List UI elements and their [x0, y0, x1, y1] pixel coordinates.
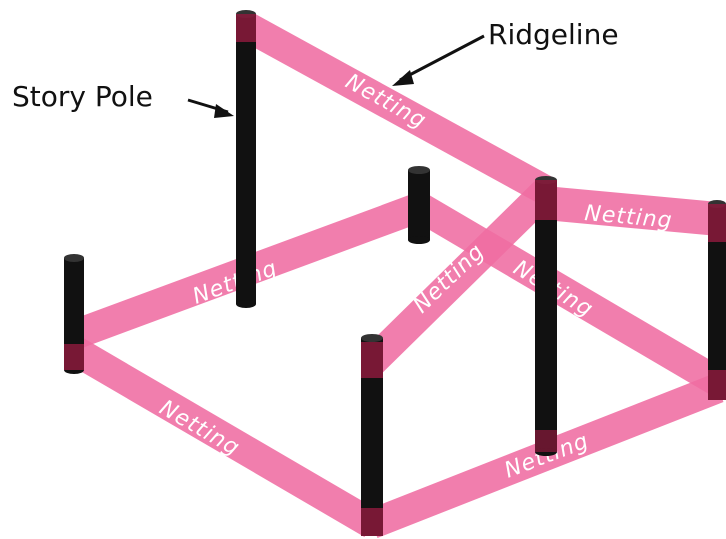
pole-left [64, 254, 84, 374]
pole-middle [535, 176, 557, 456]
poles [64, 10, 726, 536]
callout-ridgeline: Ridgeline [392, 18, 619, 86]
pole-story-pole [236, 10, 256, 308]
netting-band-upper-right [543, 186, 720, 236]
netting-band-front-left [66, 337, 380, 537]
pole-back [408, 166, 430, 244]
ridgeline-arrowhead [392, 70, 414, 86]
netting-band-ridgeline [238, 12, 553, 204]
ridgeline-arrow [399, 34, 485, 82]
ridgeline-label: Ridgeline [488, 18, 619, 51]
pole-front [361, 334, 383, 536]
netting-band-diagonal [361, 181, 556, 373]
callout-story-pole: Story Pole [12, 80, 234, 118]
story-pole-arrowhead [214, 104, 234, 118]
pole-right [708, 200, 726, 400]
story-pole-label: Story Pole [12, 80, 153, 113]
netting-band-front-right [366, 374, 724, 538]
netting-band-back-right [412, 194, 726, 395]
netting-bands [66, 12, 726, 538]
